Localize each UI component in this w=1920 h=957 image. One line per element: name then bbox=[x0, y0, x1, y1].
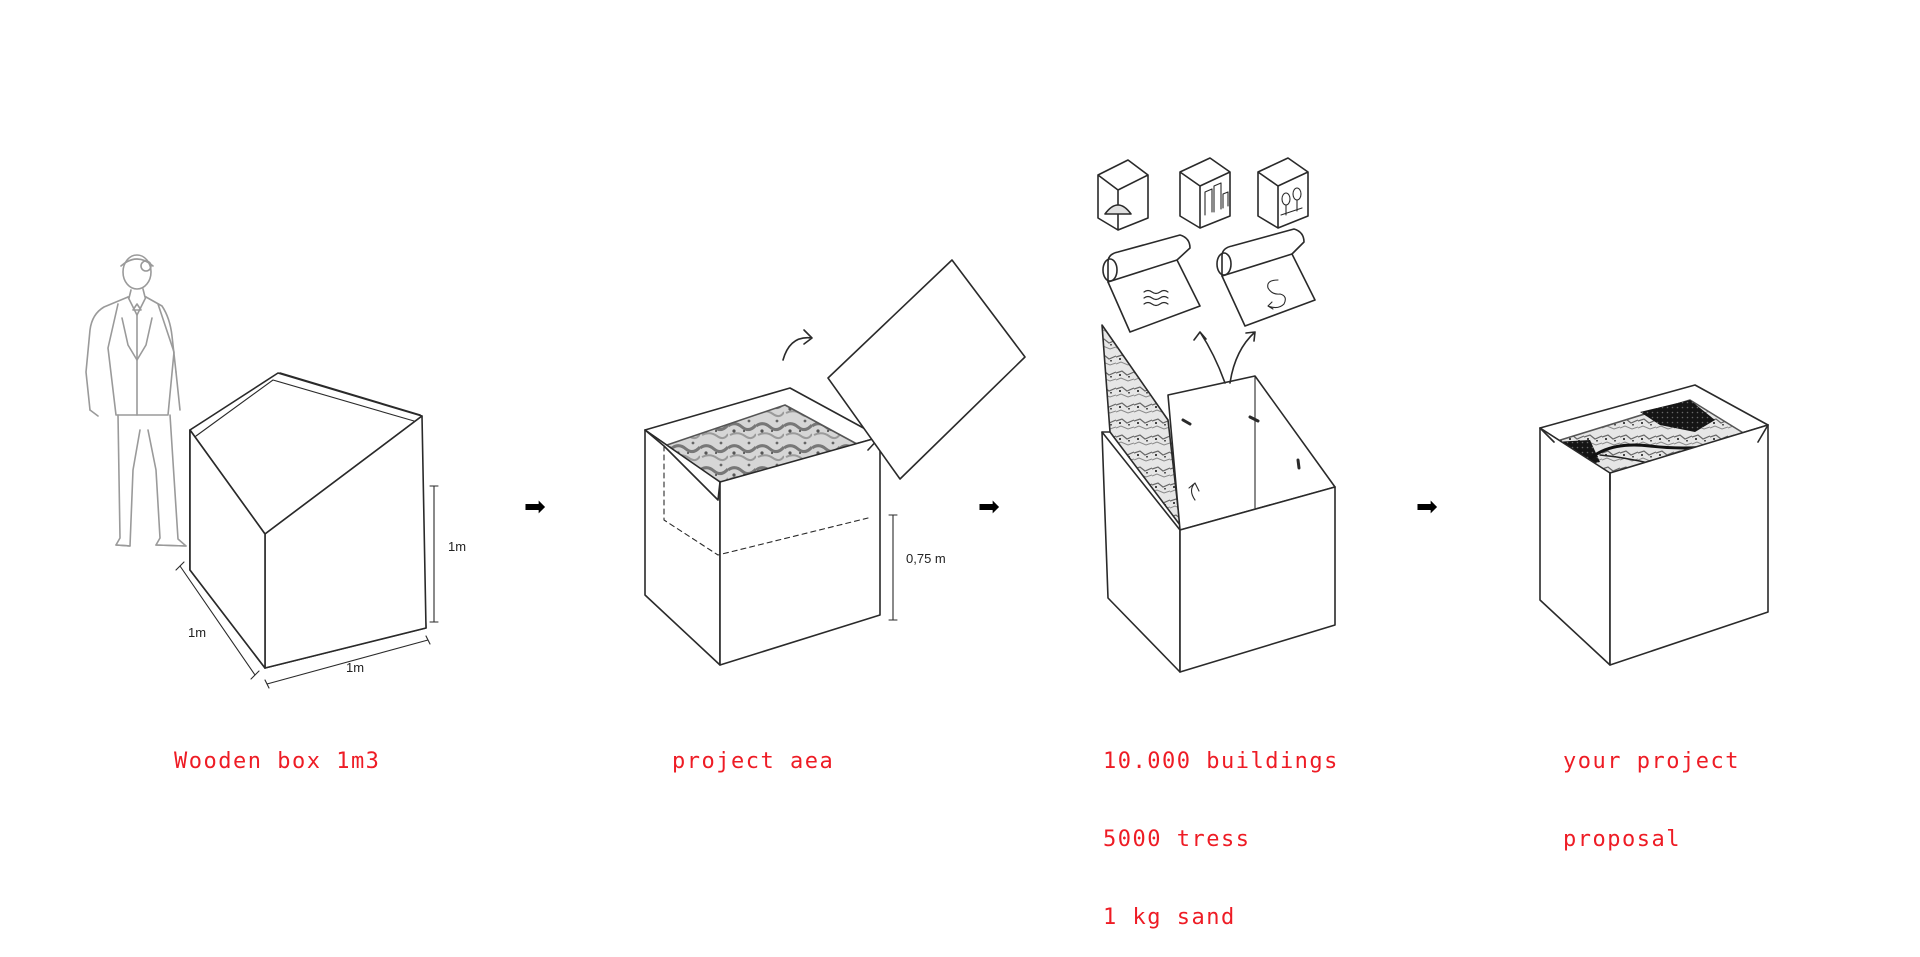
trees-icon bbox=[1257, 157, 1309, 229]
caption-line: Wooden box 1m3 bbox=[174, 749, 381, 774]
width-dim-label: 1m bbox=[346, 660, 365, 675]
caption-line: 10.000 buildings bbox=[1103, 749, 1339, 774]
caption-line: your project bbox=[1563, 749, 1740, 774]
caption-line: 5000 tress bbox=[1103, 827, 1251, 852]
sand-pile-icon bbox=[1097, 159, 1149, 231]
arrow-right-icon: ➡ bbox=[978, 492, 1000, 522]
project-area-box bbox=[644, 259, 1026, 666]
road-roll-icon bbox=[1216, 228, 1316, 327]
open-box-contents bbox=[1101, 324, 1336, 673]
caption-line: 1 kg sand bbox=[1103, 905, 1236, 930]
water-roll-icon bbox=[1102, 234, 1201, 333]
arrow-right-icon: ➡ bbox=[1416, 492, 1438, 522]
caption-materials: 10.000 buildings 5000 tress 1 kg sand bbox=[1103, 697, 1339, 957]
caption-line: proposal bbox=[1563, 827, 1681, 852]
wooden-box bbox=[175, 372, 439, 689]
buildings-icon bbox=[1179, 157, 1231, 229]
height-dim-label: 1m bbox=[448, 539, 467, 554]
arrow-right-icon: ➡ bbox=[524, 492, 546, 522]
depth-dim-label: 1m bbox=[188, 625, 207, 640]
person-figure bbox=[85, 254, 187, 547]
depth-075-label: 0,75 m bbox=[906, 551, 946, 566]
process-diagram: 1m 1m 1m 0,75 m ➡ ➡ ➡ Wooden box 1m3 pro… bbox=[85, 157, 1769, 930]
diagram-drawing bbox=[85, 157, 1769, 689]
caption-line: project aea bbox=[672, 749, 835, 774]
proposal-box bbox=[1539, 384, 1769, 666]
caption-proposal: your project proposal bbox=[1563, 697, 1740, 879]
caption-project-area: project aea bbox=[672, 697, 834, 801]
caption-wooden-box: Wooden box 1m3 bbox=[174, 697, 380, 801]
